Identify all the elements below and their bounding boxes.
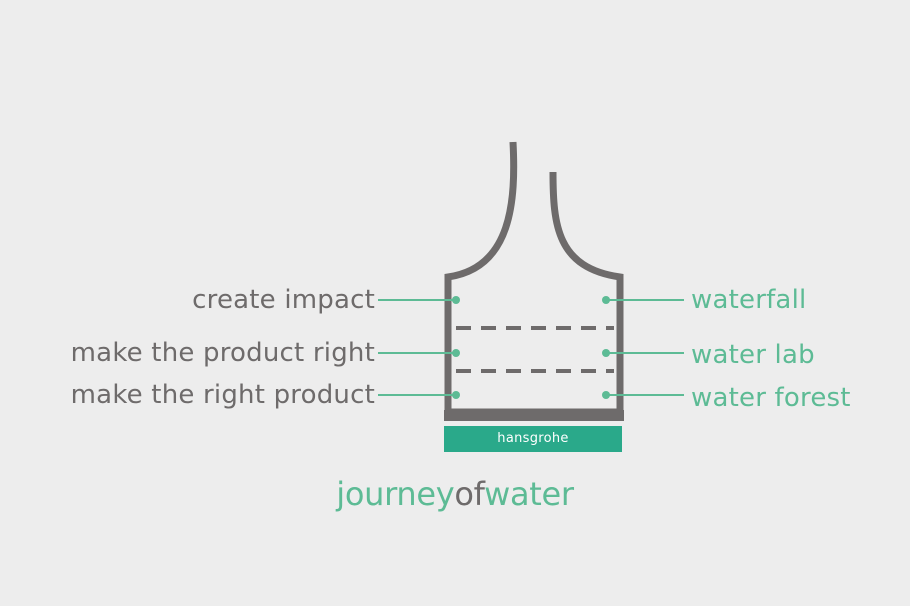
dot-left-2 (452, 349, 460, 357)
base-plate-hansgrohe: hansgrohe (444, 426, 622, 452)
brand-part-water: water (484, 475, 574, 513)
label-create-impact: create impact (192, 285, 375, 315)
vessel-bottom-bar (444, 410, 624, 421)
brand-wordmark: journeyofwater (0, 474, 910, 514)
brand-part-journey: journey (336, 475, 455, 513)
label-water-lab: water lab (691, 340, 815, 370)
label-water-forest: water forest (691, 383, 851, 413)
right-connectors (602, 296, 684, 399)
label-waterfall: waterfall (691, 285, 807, 315)
brand-part-of: of (454, 475, 485, 513)
dot-left-1 (452, 296, 460, 304)
label-make-the-product-right: make the product right (70, 338, 375, 368)
label-make-the-right-product: make the right product (70, 380, 375, 410)
left-connectors (378, 296, 460, 399)
dot-left-3 (452, 391, 460, 399)
